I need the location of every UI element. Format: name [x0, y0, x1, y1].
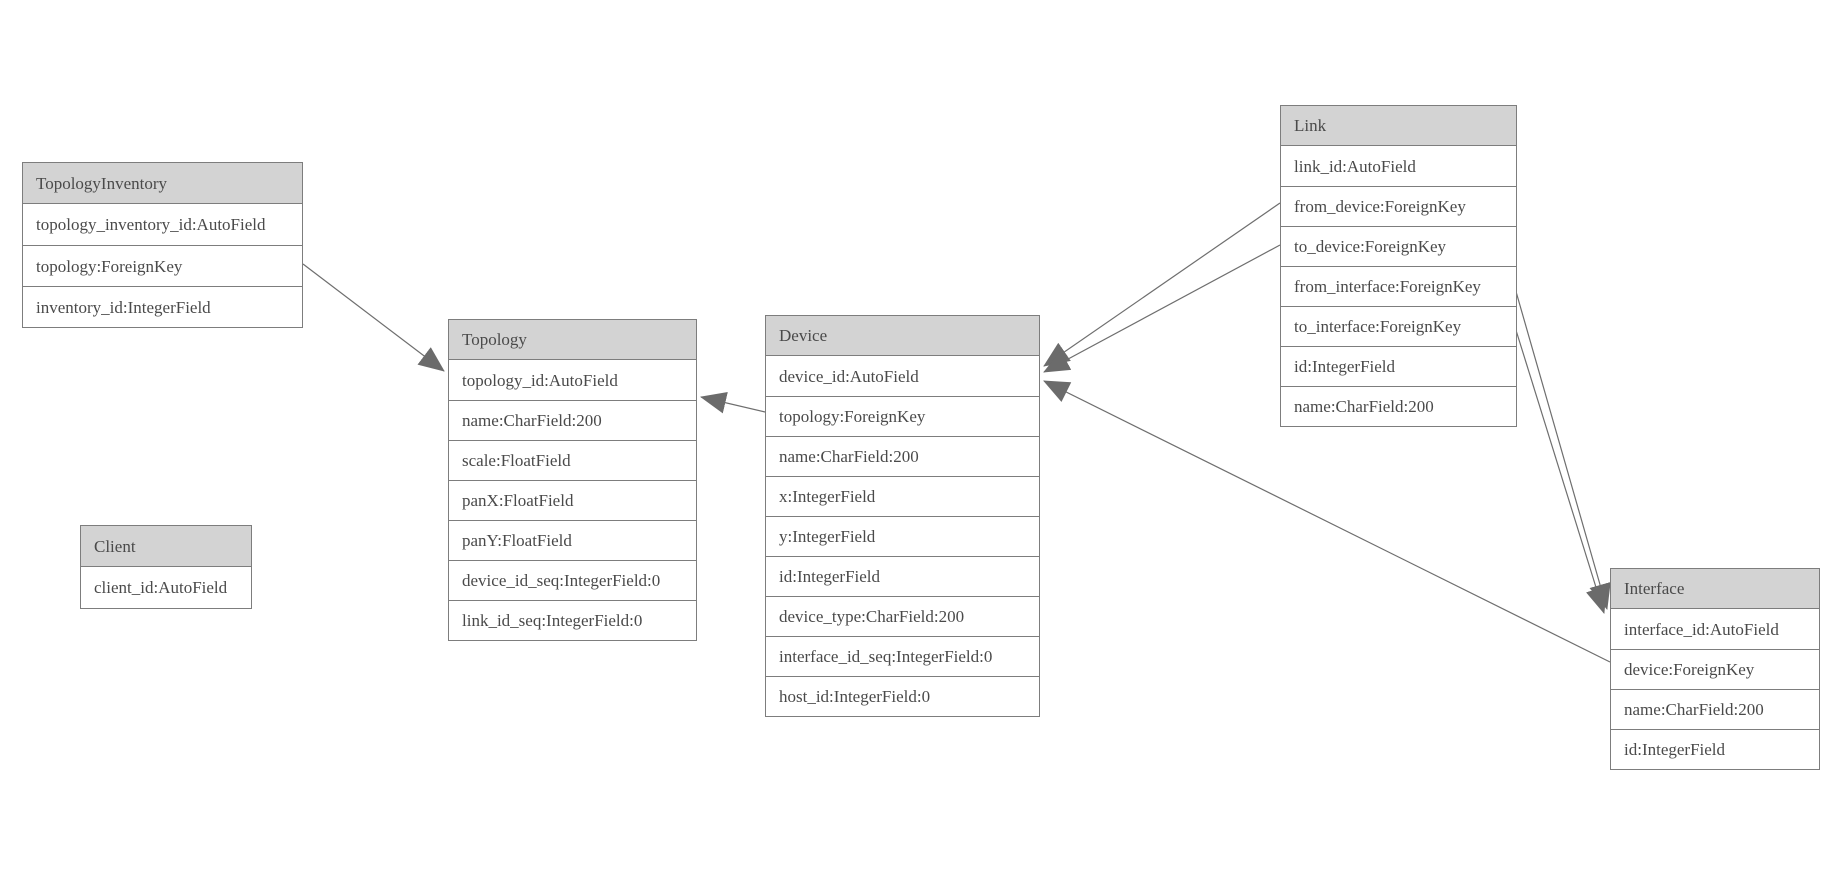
field-row: link_id_seq:IntegerField:0 — [449, 600, 696, 640]
field-row: scale:FloatField — [449, 440, 696, 480]
entity-header-topology: Topology — [449, 320, 696, 360]
field-row: name:CharField:200 — [1281, 386, 1516, 426]
field-row: interface_id:AutoField — [1611, 609, 1819, 649]
entity-fields: client_id:AutoField — [81, 567, 251, 608]
entity-table-topologyinventory: TopologyInventory topology_inventory_id:… — [22, 162, 303, 328]
entity-header-link: Link — [1281, 106, 1516, 146]
field-row: from_interface:ForeignKey — [1281, 266, 1516, 306]
entity-header-topologyinventory: TopologyInventory — [23, 163, 302, 204]
field-row: device_type:CharField:200 — [766, 596, 1039, 636]
field-row: to_device:ForeignKey — [1281, 226, 1516, 266]
field-row: name:CharField:200 — [449, 400, 696, 440]
field-row: link_id:AutoField — [1281, 146, 1516, 186]
field-row: to_interface:ForeignKey — [1281, 306, 1516, 346]
relationship-link-from_interface-to-interface — [1514, 287, 1611, 610]
field-row: topology_id:AutoField — [449, 360, 696, 400]
field-row: from_device:ForeignKey — [1281, 186, 1516, 226]
field-row: interface_id_seq:IntegerField:0 — [766, 636, 1039, 676]
field-row: panX:FloatField — [449, 480, 696, 520]
relationship-device-topology-to-topology — [700, 391, 766, 414]
field-row: id:IntegerField — [1611, 729, 1819, 769]
field-row: device_id_seq:IntegerField:0 — [449, 560, 696, 600]
field-row: inventory_id:IntegerField — [23, 286, 302, 327]
field-row: topology_inventory_id:AutoField — [23, 204, 302, 245]
field-row: client_id:AutoField — [81, 567, 251, 608]
field-row: topology:ForeignKey — [23, 245, 302, 286]
field-row: topology:ForeignKey — [766, 396, 1039, 436]
field-row: name:CharField:200 — [766, 436, 1039, 476]
entity-header-client: Client — [81, 526, 251, 567]
field-row: id:IntegerField — [766, 556, 1039, 596]
field-row: host_id:IntegerField:0 — [766, 676, 1039, 716]
entity-header-interface: Interface — [1611, 569, 1819, 609]
relationship-topologyinventory-topology-to-topology — [302, 263, 445, 372]
relationship-link-to_device-to-device — [1043, 244, 1281, 373]
field-row: y:IntegerField — [766, 516, 1039, 556]
entity-header-device: Device — [766, 316, 1039, 356]
entity-table-client: Client client_id:AutoField — [80, 525, 252, 609]
relationship-link-to_interface-to-interface — [1514, 326, 1608, 614]
field-row: panY:FloatField — [449, 520, 696, 560]
field-row: device:ForeignKey — [1611, 649, 1819, 689]
relationship-link-from_device-to-device — [1043, 202, 1281, 367]
field-row: id:IntegerField — [1281, 346, 1516, 386]
field-row: x:IntegerField — [766, 476, 1039, 516]
field-row: device_id:AutoField — [766, 356, 1039, 396]
field-row: name:CharField:200 — [1611, 689, 1819, 729]
